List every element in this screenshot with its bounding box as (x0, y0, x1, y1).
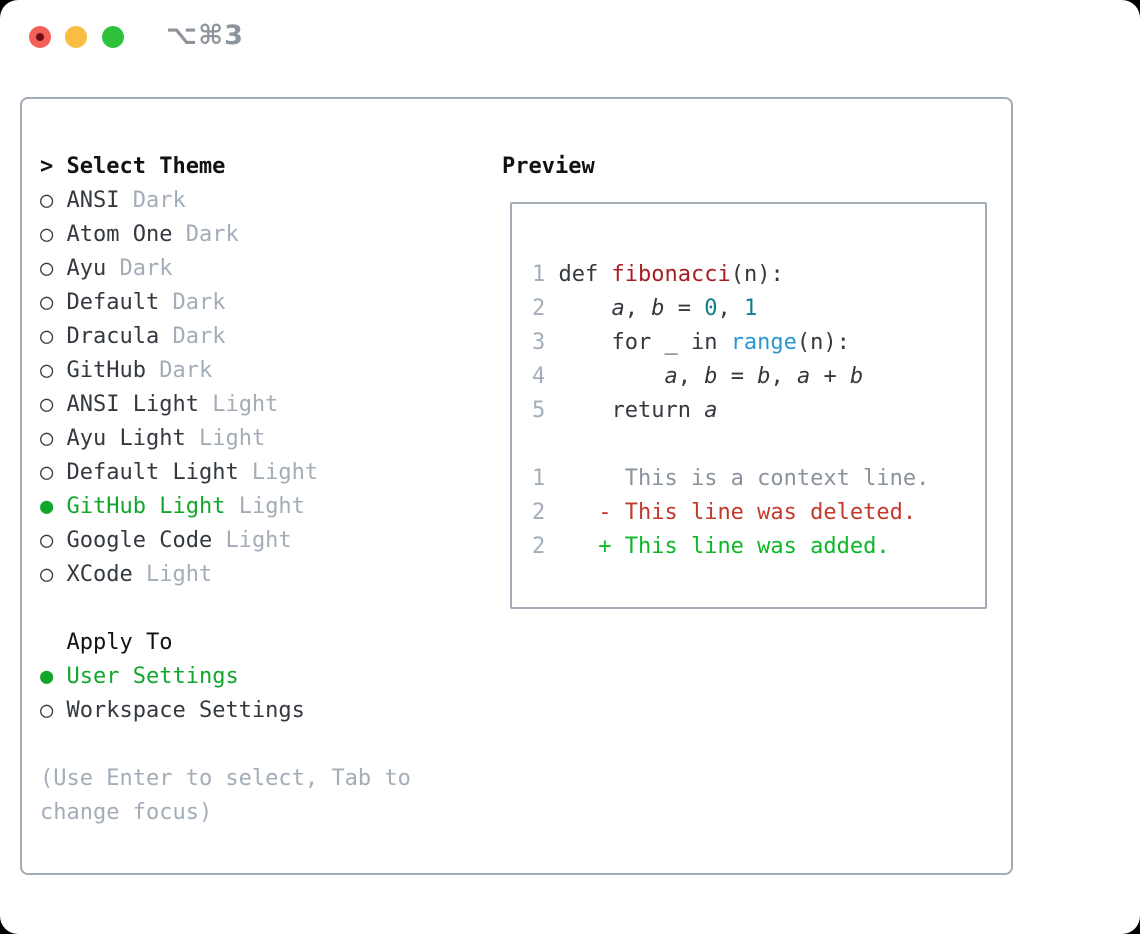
theme-name: Default (66, 290, 160, 315)
radio-icon: ○ (40, 324, 67, 349)
apply-to-name: User Settings (66, 664, 239, 689)
theme-name: Default Light (66, 460, 239, 485)
blank-line (532, 428, 929, 462)
theme-picker-panel: >Select Theme ○ ANSI Dark○ Atom One Dark… (20, 97, 1013, 875)
titlebar: ⌥⌘3 (0, 0, 1140, 75)
spacer (40, 592, 411, 626)
theme-name: Ayu Light (66, 426, 186, 451)
theme-name: ANSI Light (66, 392, 199, 417)
theme-variant-tag: Dark (172, 222, 239, 247)
theme-name: Dracula (66, 324, 160, 349)
focus-caret-icon: > (40, 154, 54, 179)
apply-to-option[interactable]: ○ Workspace Settings (40, 694, 411, 728)
theme-name: ANSI (66, 188, 120, 213)
theme-name: XCode (66, 562, 133, 587)
help-line: (Use Enter to select, Tab to (40, 766, 411, 791)
theme-variant-tag: Light (132, 562, 213, 587)
theme-variant-tag: Light (185, 426, 266, 451)
theme-option[interactable]: ○ Ayu Dark (40, 252, 411, 286)
select-theme-header: > Select Theme (40, 150, 411, 184)
theme-variant-tag: Dark (145, 358, 213, 383)
theme-variant-tag: Light (198, 392, 279, 417)
preview-code: 1 def fibonacci(n): 2 a, b = 0, 1 3 for _ … (532, 258, 929, 564)
theme-picker: >Select Theme ○ ANSI Dark○ Atom One Dark… (40, 150, 411, 830)
apply-to-header: Apply To (66, 630, 173, 655)
apply-to-name: Workspace Settings (66, 698, 305, 723)
radio-icon: ○ (40, 528, 67, 553)
theme-variant-tag: Light (238, 460, 319, 485)
theme-option[interactable]: ○ XCode Light (40, 558, 411, 592)
theme-option[interactable]: ○ Ayu Light Light (40, 422, 411, 456)
theme-name: Atom One (66, 222, 173, 247)
apply-to-option[interactable]: ● User Settings (40, 660, 411, 694)
radio-icon: ○ (40, 562, 67, 587)
code-line: 4 a, b = b, a + b (532, 364, 864, 389)
theme-variant-tag: Light (212, 528, 292, 553)
apply-to-list: ● User Settings○ Workspace Settings (40, 660, 411, 728)
theme-variant-tag: Dark (159, 324, 226, 349)
radio-selected-icon: ● (40, 664, 67, 689)
theme-name: GitHub Light (66, 494, 226, 519)
code-line: 1 def fibonacci(n): (532, 262, 784, 287)
radio-selected-icon: ● (40, 494, 67, 519)
radio-icon: ○ (40, 358, 67, 383)
radio-icon: ○ (40, 256, 67, 281)
code-line: 2 a, b = 0, 1 (532, 296, 758, 321)
record-dot-icon (36, 33, 44, 41)
radio-icon: ○ (40, 290, 67, 315)
diff-context-line: 1 This is a context line. (532, 466, 930, 491)
theme-option[interactable]: ○ Atom One Dark (40, 218, 411, 252)
theme-variant-tag: Dark (106, 256, 173, 281)
theme-variant-tag: Dark (119, 188, 186, 213)
theme-option[interactable]: ○ ANSI Light Light (40, 388, 411, 422)
radio-icon: ○ (40, 698, 67, 723)
minimize-button[interactable] (65, 26, 87, 48)
diff-added-line: 2 + This line was added. (532, 534, 890, 559)
theme-variant-tag: Dark (159, 290, 226, 315)
preview-header: Preview (502, 154, 595, 179)
theme-name: Ayu (66, 256, 107, 281)
theme-option[interactable]: ○ GitHub Dark (40, 354, 411, 388)
theme-name: Google Code (66, 528, 213, 553)
theme-option[interactable]: ○ Default Light Light (40, 456, 411, 490)
spacer (40, 728, 411, 762)
theme-option[interactable]: ○ ANSI Dark (40, 184, 411, 218)
preview-box: 1 def fibonacci(n): 2 a, b = 0, 1 3 for _ … (510, 202, 987, 609)
window-shortcut-label: ⌥⌘3 (166, 20, 244, 51)
help-text: (Use Enter to select, Tab to change focus… (40, 762, 411, 830)
zoom-button[interactable] (102, 26, 124, 48)
close-button[interactable] (29, 26, 51, 48)
diff-deleted-line: 2 - This line was deleted. (532, 500, 917, 525)
code-line: 5 return a (532, 398, 718, 423)
radio-icon: ○ (40, 392, 67, 417)
radio-icon: ○ (40, 188, 67, 213)
theme-variant-tag: Light (225, 494, 305, 519)
radio-icon: ○ (40, 426, 67, 451)
theme-name: GitHub (66, 358, 146, 383)
theme-option[interactable]: ○ Default Dark (40, 286, 411, 320)
theme-option[interactable]: ○ Google Code Light (40, 524, 411, 558)
help-line: change focus) (40, 800, 213, 825)
radio-icon: ○ (40, 460, 67, 485)
theme-option[interactable]: ● GitHub Light Light (40, 490, 411, 524)
code-line: 3 for _ in range(n): (532, 330, 850, 355)
select-theme-title: Select Theme (66, 154, 226, 179)
radio-icon: ○ (40, 222, 67, 247)
theme-option[interactable]: ○ Dracula Dark (40, 320, 411, 354)
theme-list: ○ ANSI Dark○ Atom One Dark○ Ayu Dark○ De… (40, 184, 411, 592)
